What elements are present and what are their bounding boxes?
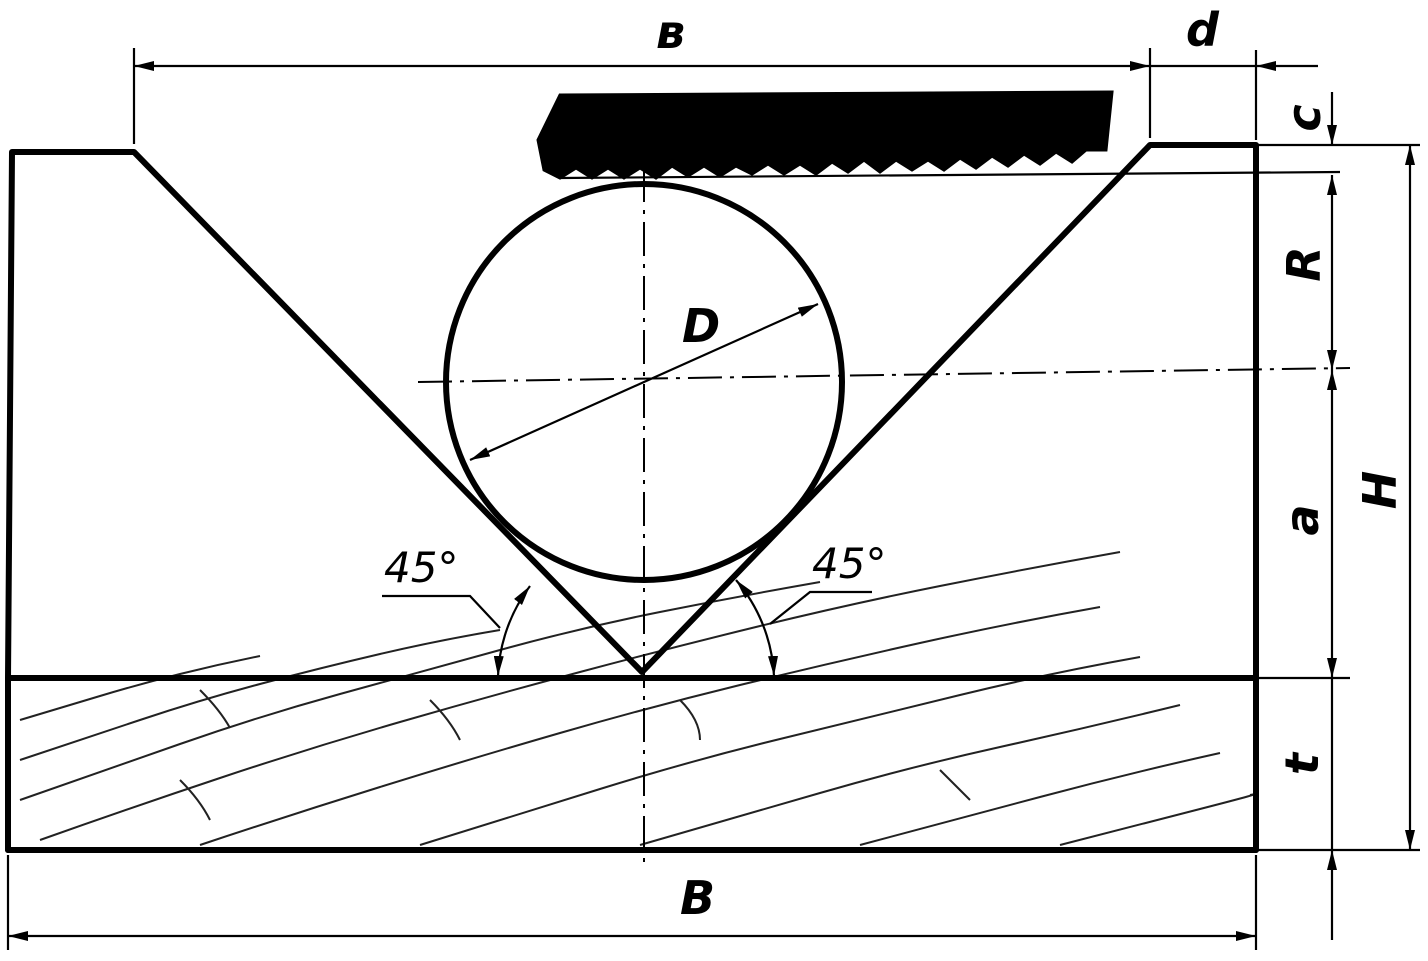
base-width-label: B xyxy=(680,871,715,925)
wood-hatching xyxy=(19,551,1256,846)
clearance-label: c xyxy=(1277,104,1331,131)
radius-label: R xyxy=(1277,246,1331,281)
diameter-label: D xyxy=(682,299,720,353)
right-angle-arc xyxy=(735,579,779,677)
left-angle-label: 45° xyxy=(384,543,458,592)
right-angle-label: 45° xyxy=(812,539,886,588)
v-block-outline xyxy=(5,142,1259,681)
top-width-label: в xyxy=(656,5,685,59)
diameter-dimension xyxy=(469,302,819,462)
base-board xyxy=(5,551,1259,853)
gap-label: d xyxy=(1186,3,1220,57)
left-angle-arc xyxy=(493,585,531,677)
total-height-label: H xyxy=(1353,471,1407,510)
thickness-label: t xyxy=(1275,751,1329,775)
saw-blade xyxy=(536,90,1114,180)
horizontal-centerline xyxy=(417,367,1351,383)
height-a-label: a xyxy=(1275,504,1329,535)
